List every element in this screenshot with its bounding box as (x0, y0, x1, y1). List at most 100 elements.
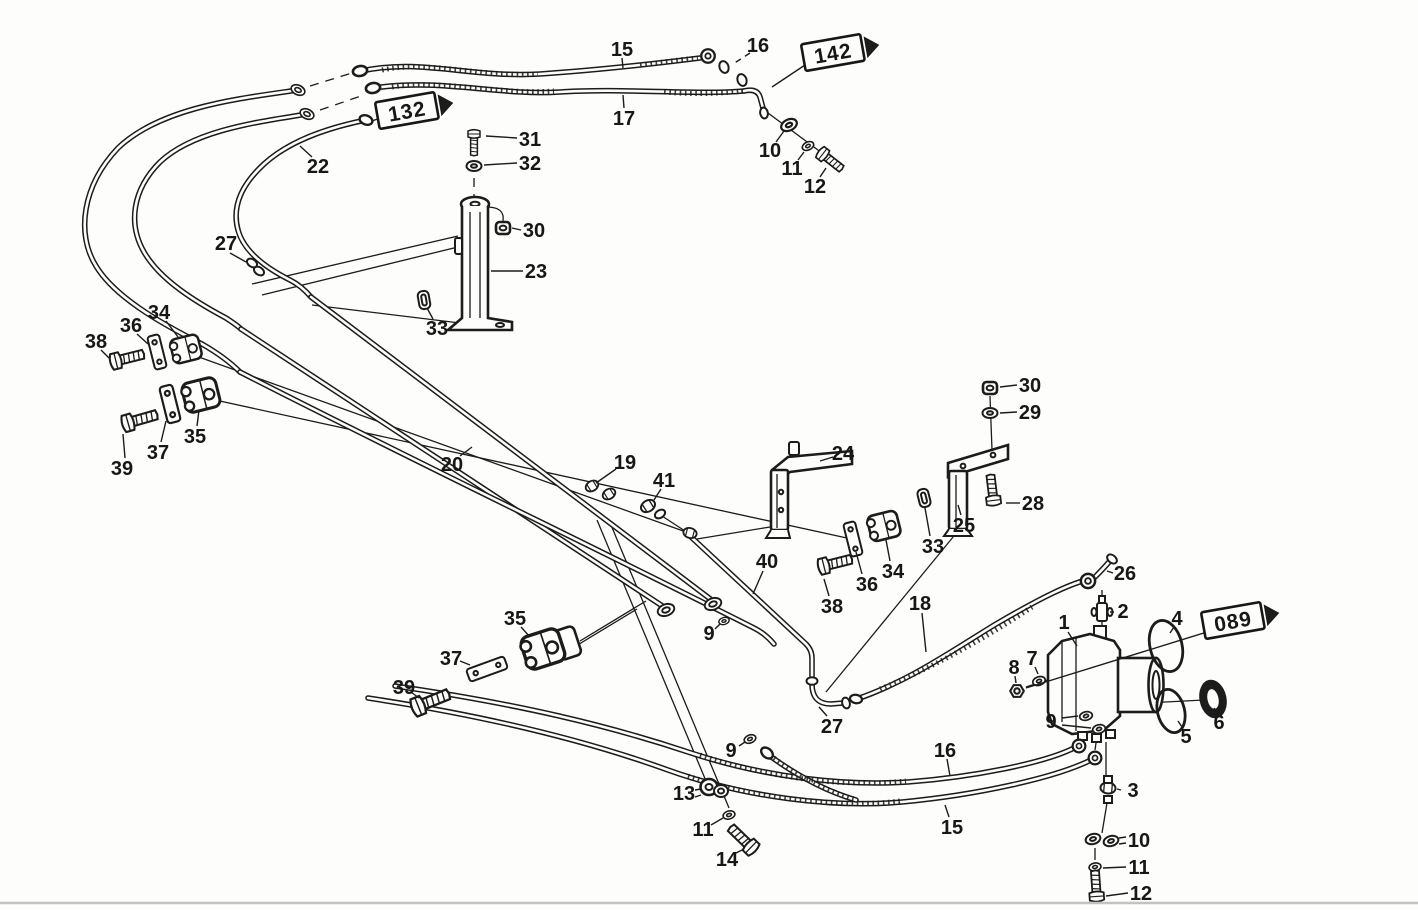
part-callout-16-1: 16 (747, 35, 769, 57)
leader-line-12-6 (819, 167, 827, 178)
part-callout-15-0: 15 (611, 39, 633, 61)
leader-line-27-53 (818, 706, 828, 717)
part-callout-5-40: 5 (1180, 726, 1191, 748)
bracket-25 (942, 443, 1010, 537)
leader-line-19-20 (595, 468, 617, 484)
leader-line-9-48 (714, 623, 721, 630)
leader-line-34-15 (165, 320, 179, 338)
leader-line-11-51 (710, 817, 724, 826)
leader-line-38-13 (100, 349, 110, 359)
part-callout-9-49: 9 (725, 740, 736, 762)
plate-leader-089 (1025, 631, 1208, 689)
part-callout-7-37: 7 (1026, 648, 1037, 670)
part-callout-41-21: 41 (653, 470, 675, 492)
part-callout-18-32: 18 (909, 593, 931, 615)
leader-line-4-36 (1169, 626, 1175, 634)
leader-line-16-42 (946, 758, 951, 777)
plate-flag-icon (437, 94, 454, 117)
part-callout-30-9: 30 (523, 220, 545, 242)
plate-label-089: 089 (1200, 601, 1280, 640)
leader-line-9-39 (1061, 715, 1079, 719)
part-callout-10-45: 10 (1128, 830, 1150, 852)
part-callout-33-11: 33 (426, 318, 448, 340)
leader-line-11-46 (1102, 866, 1127, 869)
part-callout-9-39: 9 (1045, 711, 1056, 733)
part-callout-14-52: 14 (716, 849, 739, 871)
part-callout-28-25: 28 (1022, 493, 1044, 515)
leader-line-8-38 (1014, 675, 1017, 684)
leader-line-10-45 (1118, 836, 1127, 839)
leader-line-25-26 (957, 504, 962, 516)
leader-line-33-11 (426, 307, 434, 320)
leader-line-41-21 (653, 488, 662, 501)
part-callout-37-17: 37 (147, 442, 169, 464)
leader-line-15-43 (944, 804, 950, 818)
part-callout-36-14: 36 (120, 315, 142, 337)
leader-line-17-2 (622, 94, 625, 109)
leader-line-14-52 (733, 848, 745, 855)
part-callout-10-4: 10 (759, 140, 781, 162)
leader-line2-13-50 (694, 794, 702, 798)
leader-line-12-47 (1105, 892, 1129, 897)
part-callout-13-50: 13 (673, 783, 695, 805)
leader-line2-10-45 (1118, 842, 1127, 845)
leader-line-13-50 (694, 788, 702, 791)
leader-line-31-7 (485, 135, 518, 139)
fitting-3 (1099, 775, 1117, 804)
part-callout-23-10: 23 (525, 261, 547, 283)
part-callout-39-16: 39 (111, 458, 133, 480)
assembly-lines (195, 72, 1205, 886)
part-callout-36-29: 36 (856, 574, 878, 596)
part-callout-34-28: 34 (882, 561, 905, 583)
leader-line-20-19 (459, 446, 473, 457)
o-ring-5 (1155, 688, 1187, 734)
part-callout-19-20: 19 (614, 452, 636, 474)
leader-line-39-56 (410, 691, 420, 699)
leader-line-33-27 (924, 507, 931, 537)
leader-line-37-55 (459, 660, 471, 666)
leader-line-40-31 (752, 570, 764, 595)
part-callout-35-54: 35 (504, 608, 526, 630)
leader-line-1-35 (1067, 631, 1078, 647)
part-callout-31-7: 31 (519, 129, 541, 151)
part-callout-39-56: 39 (393, 677, 415, 699)
leader-line-15-0 (621, 57, 624, 69)
part-callout-24-22: 24 (832, 443, 855, 465)
plate-flag-icon (1263, 604, 1280, 627)
part-callout-12-6: 12 (804, 176, 826, 198)
part-callout-38-13: 38 (85, 331, 107, 353)
plate-flag-icon (863, 36, 880, 59)
leader-line-30-9 (511, 227, 522, 231)
leader-line-37-17 (160, 420, 167, 443)
leader-line2-9-39 (1061, 724, 1092, 729)
part-callout-26-33: 26 (1114, 563, 1136, 585)
leader-line-9-49 (738, 741, 746, 747)
part-callout-29-24: 29 (1019, 402, 1041, 424)
leader-line-18-32 (921, 612, 927, 653)
part-callout-2-34: 2 (1117, 601, 1128, 623)
part-callout-11-5: 11 (781, 158, 802, 180)
part-callout-27-12: 27 (215, 233, 237, 255)
small-parts (107, 48, 1121, 903)
leader-line-35-18 (196, 409, 200, 427)
leader-line-38-30 (823, 578, 830, 597)
leader-line-34-28 (885, 539, 891, 562)
leader-line-22-3 (299, 145, 313, 158)
leader-line-16-1 (732, 52, 751, 65)
part-callout-3-44: 3 (1127, 780, 1138, 802)
part-callout-38-30: 38 (821, 596, 843, 618)
leader-line-36-29 (855, 551, 863, 575)
part-callout-17-2: 17 (613, 108, 635, 130)
part-callout-15-43: 15 (941, 817, 963, 839)
part-callout-25-26: 25 (953, 515, 975, 537)
leader-line-7-37 (1034, 666, 1039, 675)
part-callout-6-41: 6 (1213, 712, 1224, 734)
part-callout-40-31: 40 (756, 551, 778, 573)
part-callout-22-3: 22 (307, 156, 329, 178)
leader-line-5-40 (1177, 720, 1183, 728)
part-callout-8-38: 8 (1008, 657, 1019, 679)
part-callout-33-27: 33 (922, 536, 944, 558)
leader-line-30-23 (999, 384, 1018, 388)
part-callout-30-23: 30 (1019, 375, 1041, 397)
